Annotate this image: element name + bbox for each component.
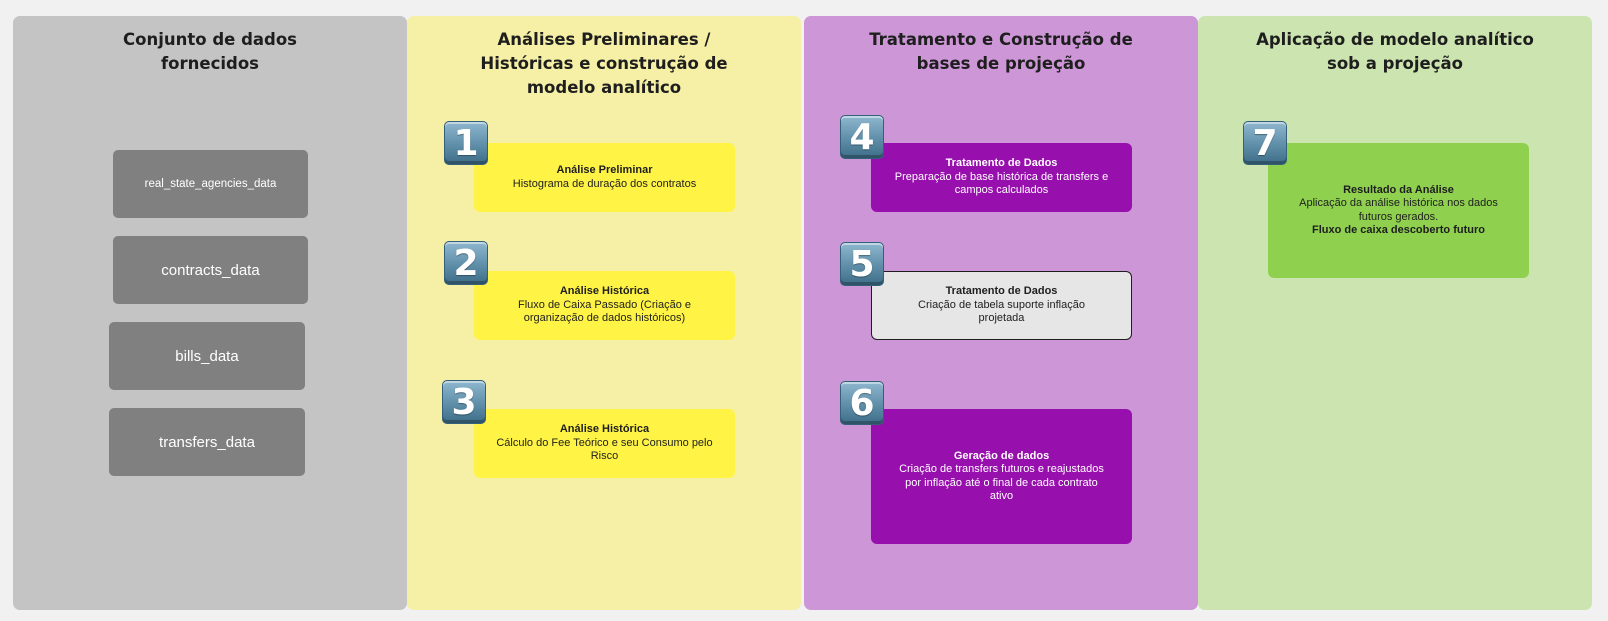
step-7-card[interactable]: Resultado da Análise Aplicação da anális… [1268,143,1529,278]
step-4-number-badge: 4 [840,115,884,159]
step-1-number-badge: 1 [444,121,488,165]
step-title: Análise Histórica [559,423,650,436]
step-body: Criação de tabela suporte inflação proje… [918,298,1085,325]
dataset-transfers[interactable]: transfers_data [109,408,305,476]
step-title: Resultado da Análise [1343,183,1454,196]
column-title: Tratamento e Construção de bases de proj… [869,30,1133,73]
dataset-real-state-agencies[interactable]: real_state_agencies_data [113,150,308,218]
step-2-number-badge: 2 [444,241,488,285]
step-3-card[interactable]: Análise Histórica Cálculo do Fee Teórico… [474,409,735,478]
step-7-number-badge: 7 [1243,121,1287,165]
dataset-bills[interactable]: bills_data [109,322,305,390]
step-1-card[interactable]: Análise Preliminar Histograma de duração… [474,143,735,212]
column-title: Conjunto de dados fornecidos [123,30,297,73]
step-body: Criação de transfers futuros e reajustad… [899,463,1104,502]
step-title: Análise Histórica [559,285,650,298]
step-title: Tratamento de Dados [945,285,1058,298]
step-highlight: Fluxo de caixa descoberto futuro [1312,224,1485,236]
step-body: Fluxo de Caixa Passado (Criação e organi… [517,298,692,325]
step-6-card[interactable]: Geração de dados Criação de transfers fu… [871,409,1132,544]
step-3-number-badge: 3 [442,380,486,424]
column-preliminary-analyses: Análises Preliminares / Históricas e con… [407,16,801,610]
step-title: Análise Preliminar [556,164,653,176]
step-4-card[interactable]: Tratamento de Dados Preparação de base h… [871,143,1132,212]
step-6-number-badge: 6 [840,381,884,425]
step-5-number-badge: 5 [840,242,884,286]
column-title: Aplicação de modelo analítico sob a proj… [1256,30,1534,73]
column-title: Análises Preliminares / Históricas e con… [480,30,728,97]
step-body: Aplicação da análise histórica nos dados… [1299,197,1498,223]
dataset-contracts[interactable]: contracts_data [113,236,308,304]
step-body: Histograma de duração dos contratos [512,177,697,190]
step-body: Cálculo do Fee Teórico e seu Consumo pel… [496,436,713,463]
column-model-application: Aplicação de modelo analítico sob a proj… [1198,16,1592,610]
step-5-card[interactable]: Tratamento de Dados Criação de tabela su… [871,271,1132,340]
step-title: Tratamento de Dados [945,157,1058,170]
step-title: Geração de dados [953,449,1050,462]
column-datasets: Conjunto de dados fornecidos [13,16,407,610]
step-body: Preparação de base histórica de transfer… [894,170,1109,197]
step-2-card[interactable]: Análise Histórica Fluxo de Caixa Passado… [474,271,735,340]
